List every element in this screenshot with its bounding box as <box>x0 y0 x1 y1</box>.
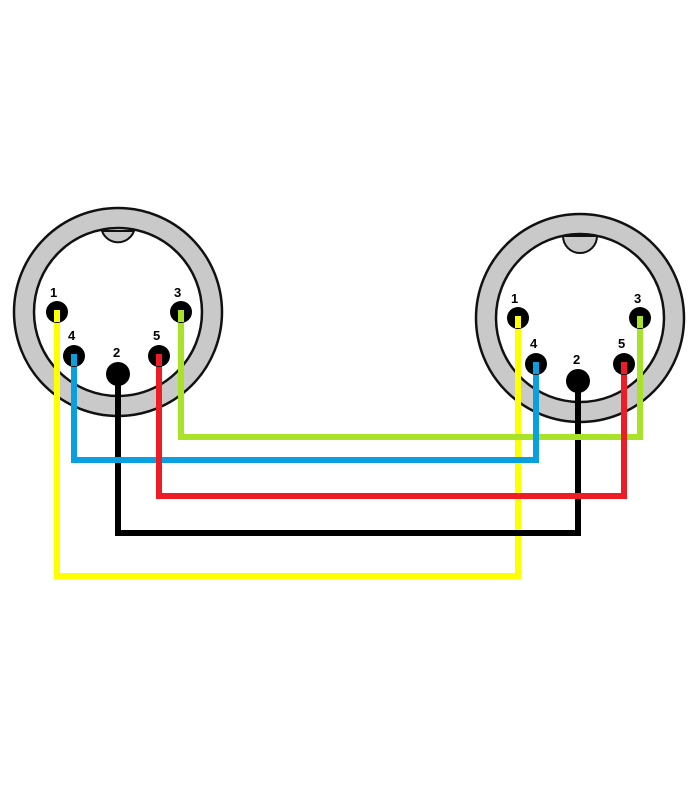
right-pin-5-label: 5 <box>618 336 625 351</box>
left-pin-2 <box>106 362 130 386</box>
right-pins: 1 4 2 5 3 <box>507 291 651 393</box>
left-pin-1-label: 1 <box>50 285 57 300</box>
left-pin-2-label: 2 <box>113 345 120 360</box>
left-pin-3-wire-tip <box>178 310 184 322</box>
wire-yellow-pin1 <box>54 312 521 579</box>
left-pin-1-wire-tip <box>54 310 60 322</box>
right-connector-key-notch <box>561 235 599 254</box>
right-pin-4-label: 4 <box>530 336 538 351</box>
right-pin-5-wire-tip <box>621 362 627 374</box>
right-pin-2 <box>566 369 590 393</box>
wire-red-pin5 <box>156 356 627 499</box>
wire-green-pin3 <box>178 312 643 440</box>
wire-black-pin2 <box>115 374 581 536</box>
right-pin-3-label: 3 <box>634 291 641 306</box>
left-pin-3-label: 3 <box>174 285 181 300</box>
left-pin-4-label: 4 <box>68 328 76 343</box>
left-pin-5-wire-tip <box>156 354 162 366</box>
right-pin-3-wire-tip <box>637 316 643 328</box>
left-pin-5-label: 5 <box>153 328 160 343</box>
right-pin-1-wire-tip <box>515 316 521 328</box>
left-pin-4-wire-tip <box>71 354 77 366</box>
right-pin-2-label: 2 <box>573 352 580 367</box>
right-pin-4-wire-tip <box>533 362 539 374</box>
wires <box>54 312 643 579</box>
right-pin-1-label: 1 <box>511 291 518 306</box>
wire-blue-pin4 <box>71 356 539 463</box>
left-connector-key-notch <box>100 230 136 244</box>
left-pins: 1 4 2 5 3 <box>46 285 192 386</box>
